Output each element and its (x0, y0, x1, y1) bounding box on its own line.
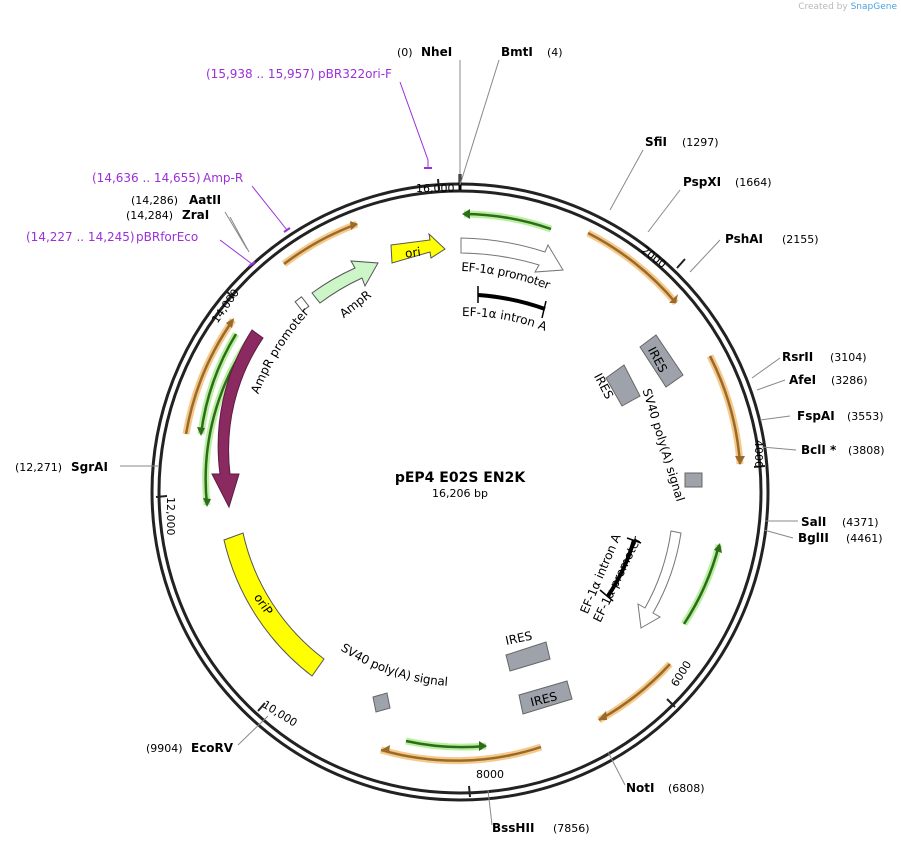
site-name-ecorv: EcoRV (191, 741, 234, 755)
snapgene-credit: Created by SnapGene (798, 2, 897, 12)
primer-name-amp-r: Amp-R (203, 171, 243, 185)
site-pos-sfii: (1297) (682, 136, 719, 149)
plasmid-name: pEP4 E02S EN2K (395, 470, 526, 486)
site-name-zrai: ZraI (182, 208, 209, 222)
tick-label-12000: 12,000 (164, 497, 177, 536)
site-pos-bglii: (4461) (846, 532, 883, 545)
site-pos-aatii: (14,286) (131, 194, 178, 207)
ori-label: ori (404, 245, 421, 261)
ef1a-intron-top (477, 286, 547, 319)
site-name-sfii: SfiI (645, 135, 667, 149)
ampr-label: AmpR (337, 288, 374, 321)
ampr-feature (294, 260, 379, 312)
orip-feature (223, 532, 325, 677)
primer-range-amp-r: (14,636 .. 14,655) (92, 171, 201, 185)
site-name-afei: AfeI (789, 373, 816, 387)
site-pos-noti: (6808) (668, 782, 705, 795)
site-pos-sgrai: (12,271) (15, 461, 62, 474)
primer-range-pbr322ori-f: (15,938 .. 15,957) (206, 67, 315, 81)
ef1a-intron-right (599, 537, 642, 602)
site-name-sgrai: SgrAI (71, 460, 108, 474)
ires-label-3: IRES (504, 629, 533, 648)
site-name-sali: SalI (801, 515, 826, 529)
ampr-promoter-label: AmpR promoter (248, 305, 312, 395)
site-pos-pshai: (2155) (782, 233, 819, 246)
site-pos-fspai: (3553) (847, 410, 884, 423)
site-name-nhei: NheI (421, 45, 452, 59)
site-pos-nhei: (0) (397, 46, 413, 59)
tick-label-16000: 16,000 (416, 182, 455, 195)
primer-name-pbrforeco: pBRforEco (136, 230, 198, 244)
site-name-noti: NotI (626, 781, 655, 795)
ires-label-4: IRES (529, 689, 559, 709)
site-pos-ecorv: (9904) (146, 742, 183, 755)
site-name-bsshii: BssHII (492, 821, 534, 835)
site-name-bcli: BclI * (801, 443, 837, 457)
ef1a-promoter-top (460, 237, 564, 273)
primer-arcs (182, 220, 745, 765)
site-name-pspxi: PspXI (683, 175, 721, 189)
site-pos-sali: (4371) (842, 516, 879, 529)
site-name-rsrii: RsrII (782, 350, 813, 364)
site-pos-zrai: (14,284) (126, 209, 173, 222)
site-pos-bmti: (4) (547, 46, 563, 59)
tick-marks (155, 178, 766, 798)
site-pos-afei: (3286) (831, 374, 868, 387)
site-pos-pspxi: (1664) (735, 176, 772, 189)
primer-range-pbrforeco: (14,227 .. 14,245) (26, 230, 135, 244)
ebna1-feature (211, 329, 264, 509)
primer-leaders (219, 81, 432, 267)
site-leaders (120, 59, 798, 826)
primer-name-pbr322ori-f: pBR322ori-F (318, 67, 392, 81)
sv40-label-bottom: SV40 poly(A) signal (339, 641, 449, 689)
ori-feature (390, 232, 446, 264)
plasmid-length: 16,206 bp (432, 487, 488, 500)
ef1a-intron-label-top: EF-1α intron A (462, 305, 550, 334)
tick-label-4000: 4000 (752, 440, 765, 468)
ebna1-label: EBNA1 (240, 396, 261, 438)
site-name-aatii: AatII (189, 193, 221, 207)
ef1a-promoter-right (637, 530, 682, 629)
sv40-label-right: SV40 poly(A) signal (640, 387, 688, 503)
tick-label-10000: 10,000 (260, 698, 300, 729)
site-pos-bsshii: (7856) (553, 822, 590, 835)
site-name-pshai: PshAI (725, 232, 763, 246)
credit-prefix: Created by (798, 2, 848, 12)
ires-blocks (372, 334, 703, 715)
tick-label-8000: 8000 (476, 768, 504, 781)
site-pos-rsrii: (3104) (830, 351, 867, 364)
site-name-bglii: BglII (798, 531, 829, 545)
snapgene-logo: SnapGene (850, 2, 897, 12)
site-pos-bcli: (3808) (848, 444, 885, 457)
site-name-bmti: BmtI (501, 45, 533, 59)
site-name-fspai: FspAI (797, 409, 835, 423)
